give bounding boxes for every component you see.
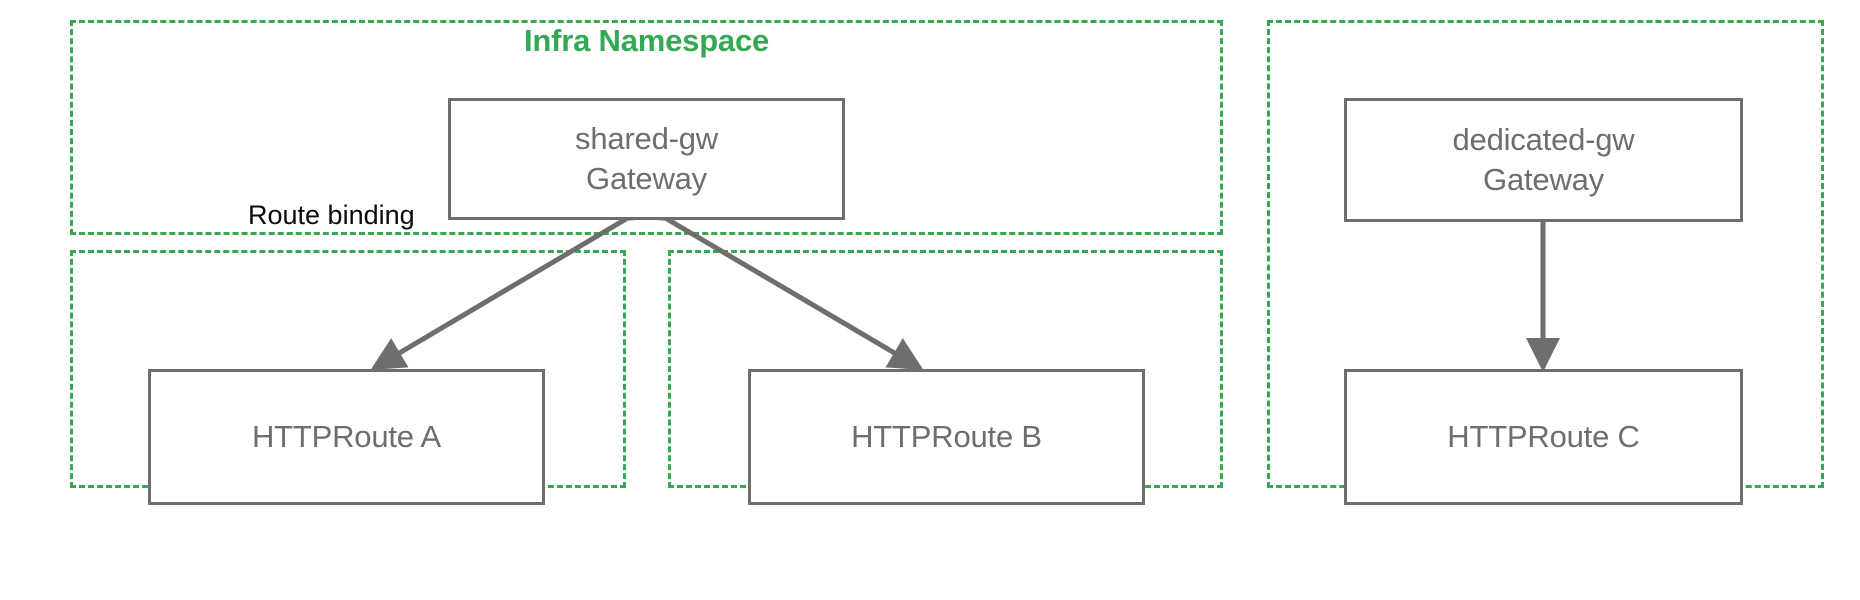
- node-shared-gw-gateway-line2: Gateway: [586, 161, 707, 196]
- node-httproute-c[interactable]: HTTPRoute C: [1344, 369, 1743, 505]
- node-shared-gw-gateway[interactable]: shared-gw Gateway: [448, 98, 845, 220]
- node-httproute-b-label: HTTPRoute B: [851, 419, 1042, 455]
- node-shared-gw-gateway-line1: shared-gw: [575, 121, 718, 157]
- node-httproute-a-label: HTTPRoute A: [251, 419, 442, 455]
- node-dedicated-gw-gateway[interactable]: dedicated-gw Gateway: [1344, 98, 1743, 222]
- node-dedicated-gw-gateway-line2: Gateway: [1483, 162, 1604, 197]
- edge-label-route-binding: Route binding: [248, 200, 415, 230]
- namespace-title-infra: Infra Namespace: [523, 23, 770, 58]
- node-dedicated-gw-gateway-line1: dedicated-gw: [1452, 122, 1635, 158]
- node-httproute-a[interactable]: HTTPRoute A: [148, 369, 545, 505]
- node-httproute-c-label: HTTPRoute C: [1447, 419, 1640, 455]
- node-httproute-b[interactable]: HTTPRoute B: [748, 369, 1145, 505]
